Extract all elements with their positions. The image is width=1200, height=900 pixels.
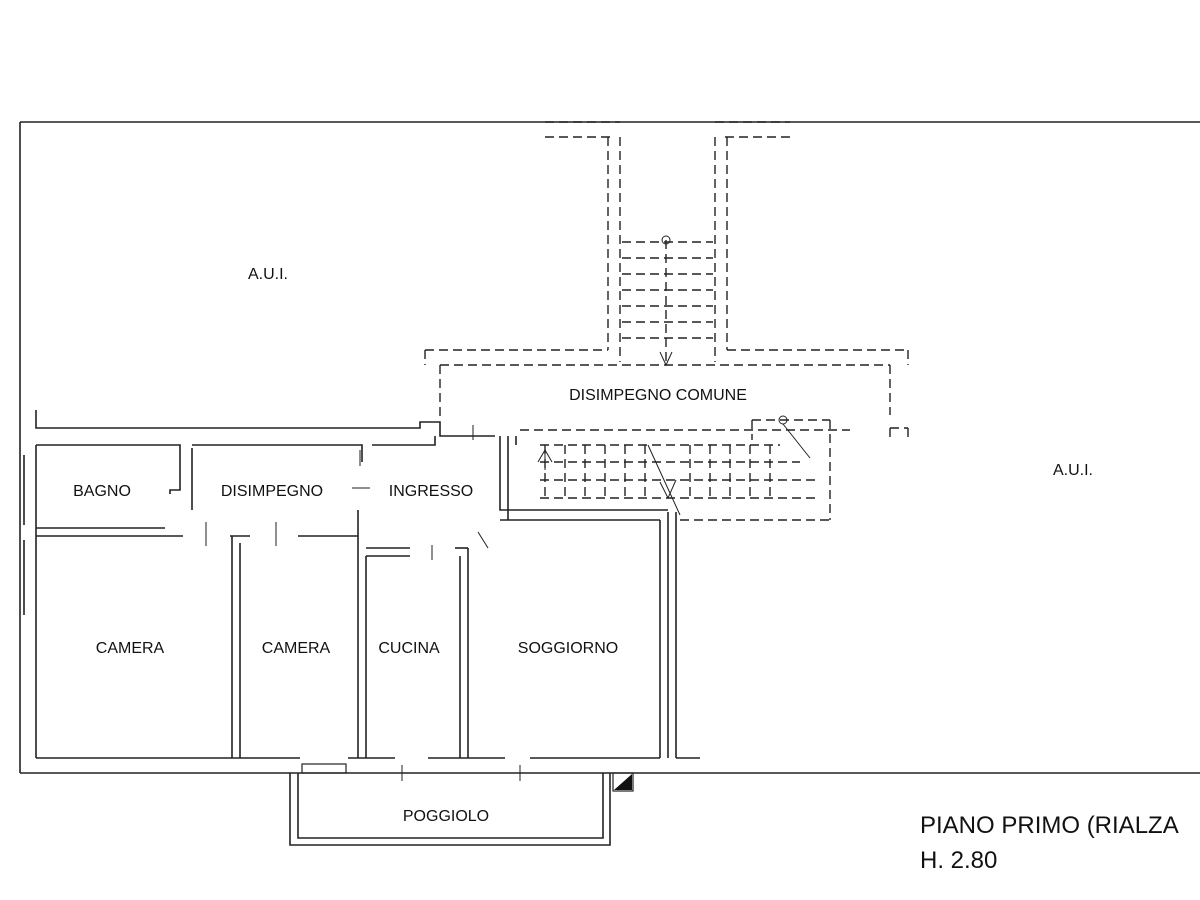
apartment-walls bbox=[23, 410, 700, 781]
label-aui-left: A.U.I. bbox=[248, 266, 288, 283]
common-area-dashed bbox=[424, 121, 909, 521]
label-soggiorno: SOGGIORNO bbox=[518, 640, 618, 657]
label-disimpegno: DISIMPEGNO bbox=[221, 483, 323, 500]
label-bagno: BAGNO bbox=[73, 483, 131, 500]
label-cucina: CUCINA bbox=[378, 640, 440, 657]
balcony-outline bbox=[289, 763, 634, 846]
label-camera-1: CAMERA bbox=[96, 640, 165, 657]
label-camera-2: CAMERA bbox=[262, 640, 331, 657]
label-disimpegno-comune: DISIMPEGNO COMUNE bbox=[569, 387, 747, 404]
label-aui-right: A.U.I. bbox=[1053, 462, 1093, 479]
floor-title: PIANO PRIMO (RIALZA bbox=[920, 812, 1179, 839]
floor-height: H. 2.80 bbox=[920, 847, 997, 874]
label-ingresso: INGRESSO bbox=[389, 483, 473, 500]
label-poggiolo: POGGIOLO bbox=[403, 808, 489, 825]
building-outline bbox=[19, 121, 1200, 774]
